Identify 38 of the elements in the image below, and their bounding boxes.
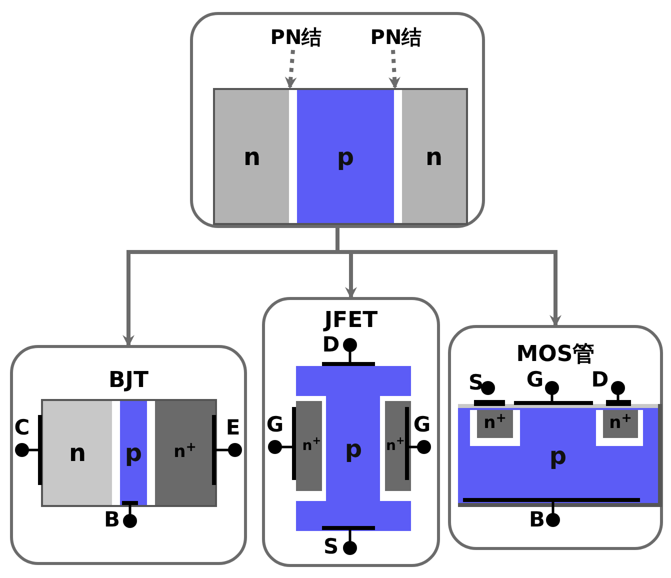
dotted-arrow	[284, 50, 297, 89]
p-region	[296, 366, 411, 531]
device-panel	[448, 325, 663, 550]
n-plus-region: n$^{+}$	[477, 410, 513, 438]
junction-label: PN结	[263, 23, 329, 51]
terminal-label: G	[413, 414, 431, 436]
region-label: p	[549, 440, 567, 472]
junction-strip	[289, 90, 297, 223]
n-plus-region: n$^{+}$	[603, 410, 638, 438]
p-region: p	[297, 90, 394, 223]
n-region: n	[215, 90, 289, 223]
panel-title: JFET	[322, 307, 379, 335]
terminal-label: B	[104, 510, 120, 530]
n-plus-region: n$^{+}$	[155, 401, 215, 505]
n-region: n	[402, 90, 466, 223]
region-label: p	[344, 434, 362, 464]
junction-strip	[394, 90, 402, 223]
terminal-label: D	[591, 370, 609, 390]
device-panel	[10, 345, 247, 565]
arrow	[336, 228, 562, 327]
dotted-arrow	[388, 50, 400, 89]
terminal-label: C	[14, 418, 30, 438]
device-panel	[262, 297, 440, 567]
device-panel	[190, 12, 485, 228]
n-region: n	[43, 401, 112, 505]
terminal-label: S	[468, 372, 484, 394]
terminal-label: G	[266, 414, 284, 436]
p-region: p	[120, 401, 147, 505]
terminal-label: G	[526, 370, 544, 390]
p-region	[458, 408, 658, 503]
terminal-label: B	[529, 510, 545, 530]
panel-title: BJT	[108, 367, 150, 395]
terminal-label: D	[322, 334, 340, 356]
junction-label: PN结	[363, 23, 429, 51]
panel-title: MOS管	[515, 341, 596, 369]
terminal-label: S	[323, 536, 339, 558]
n-plus-region: n$^{+}$	[296, 401, 322, 491]
terminal-label: E	[226, 418, 240, 438]
